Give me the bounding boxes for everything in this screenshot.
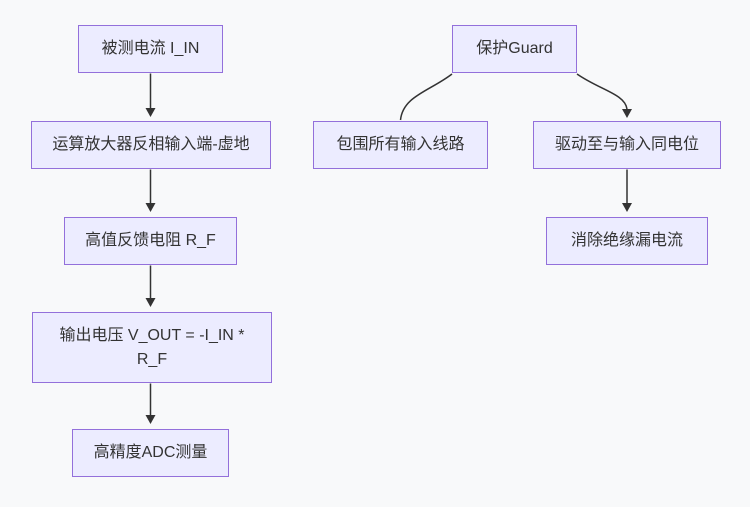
- node-drive-same-potential: 驱动至与输入同电位: [533, 121, 721, 169]
- node-adc-measurement: 高精度ADC测量: [72, 429, 229, 477]
- edge-resistor-to-voltage: [145, 265, 156, 307]
- node-guard: 保护Guard: [452, 25, 577, 73]
- node-eliminate-leakage: 消除绝缘漏电流: [546, 217, 708, 265]
- node-surround-inputs: 包围所有输入线路: [313, 121, 488, 169]
- node-measured-current: 被测电流 I_IN: [78, 25, 223, 73]
- node-virtual-ground: 运算放大器反相输入端-虚地: [31, 121, 271, 169]
- edge-guard-to-drive: [576, 73, 632, 118]
- edge-guard-to-surround: [399, 73, 453, 121]
- edge-measured-to-virtual: [145, 73, 156, 117]
- node-output-voltage: 输出电压 V_OUT = -I_IN * R_F: [32, 312, 272, 383]
- node-feedback-resistor: 高值反馈电阻 R_F: [64, 217, 237, 265]
- edge-drive-to-eliminate: [622, 169, 632, 212]
- edge-virtual-to-resistor: [145, 169, 156, 212]
- edge-voltage-to-adc: [145, 383, 156, 424]
